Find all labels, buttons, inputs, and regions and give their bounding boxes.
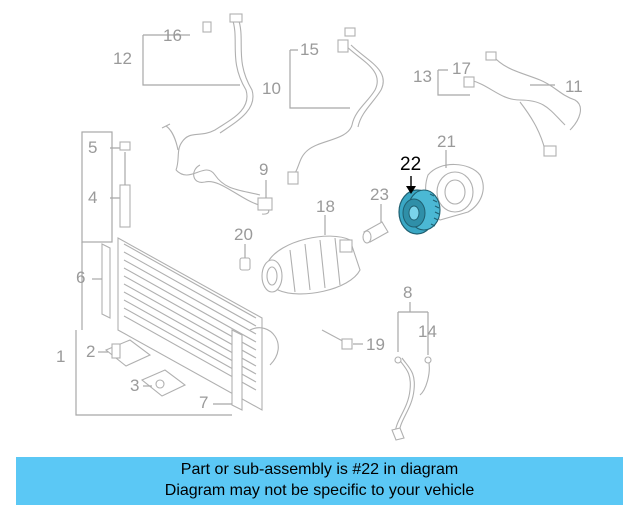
compressor (261, 215, 361, 295)
callout-6: 6 (76, 268, 85, 287)
callout-15: 15 (300, 40, 319, 59)
callout-1: 1 (56, 347, 65, 366)
part-20 (239, 244, 251, 271)
info-banner: Part or sub-assembly is #22 in diagram D… (16, 457, 623, 505)
callout-4: 4 (88, 188, 97, 207)
hose-group-8 (321, 302, 432, 441)
callout-12: 12 (113, 49, 132, 68)
callout-11: 11 (565, 77, 583, 96)
parts-diagram: 12 16 10 15 9 13 17 11 5 4 (56, 13, 583, 441)
part-23 (362, 204, 389, 244)
callout-19: 19 (366, 335, 385, 354)
callout-5: 5 (88, 138, 97, 157)
hose-group-12 (142, 13, 261, 196)
callout-13: 13 (413, 67, 432, 86)
callout-8: 8 (403, 283, 412, 302)
callout-14: 14 (418, 322, 437, 341)
hose-group-10 (193, 27, 384, 215)
hose-group-13 (437, 51, 581, 157)
callout-2: 2 (86, 342, 95, 361)
receiver-drier (110, 141, 131, 228)
brackets (104, 339, 187, 397)
callout-17: 17 (452, 59, 471, 78)
banner-line-2: Diagram may not be specific to your vehi… (164, 482, 475, 499)
callout-23: 23 (370, 185, 389, 204)
callout-9: 9 (259, 160, 268, 179)
callout-18: 18 (316, 197, 335, 216)
callout-20: 20 (234, 225, 253, 244)
callout-16: 16 (163, 26, 182, 45)
callout-7: 7 (199, 393, 208, 412)
callout-22: 22 (400, 154, 421, 175)
condenser (75, 131, 279, 416)
callout-3: 3 (130, 376, 139, 395)
part-22-highlighted[interactable] (398, 189, 441, 235)
callout-10: 10 (262, 79, 281, 98)
banner-line-1: Part or sub-assembly is #22 in diagram (180, 461, 459, 478)
callout-21: 21 (437, 132, 456, 151)
